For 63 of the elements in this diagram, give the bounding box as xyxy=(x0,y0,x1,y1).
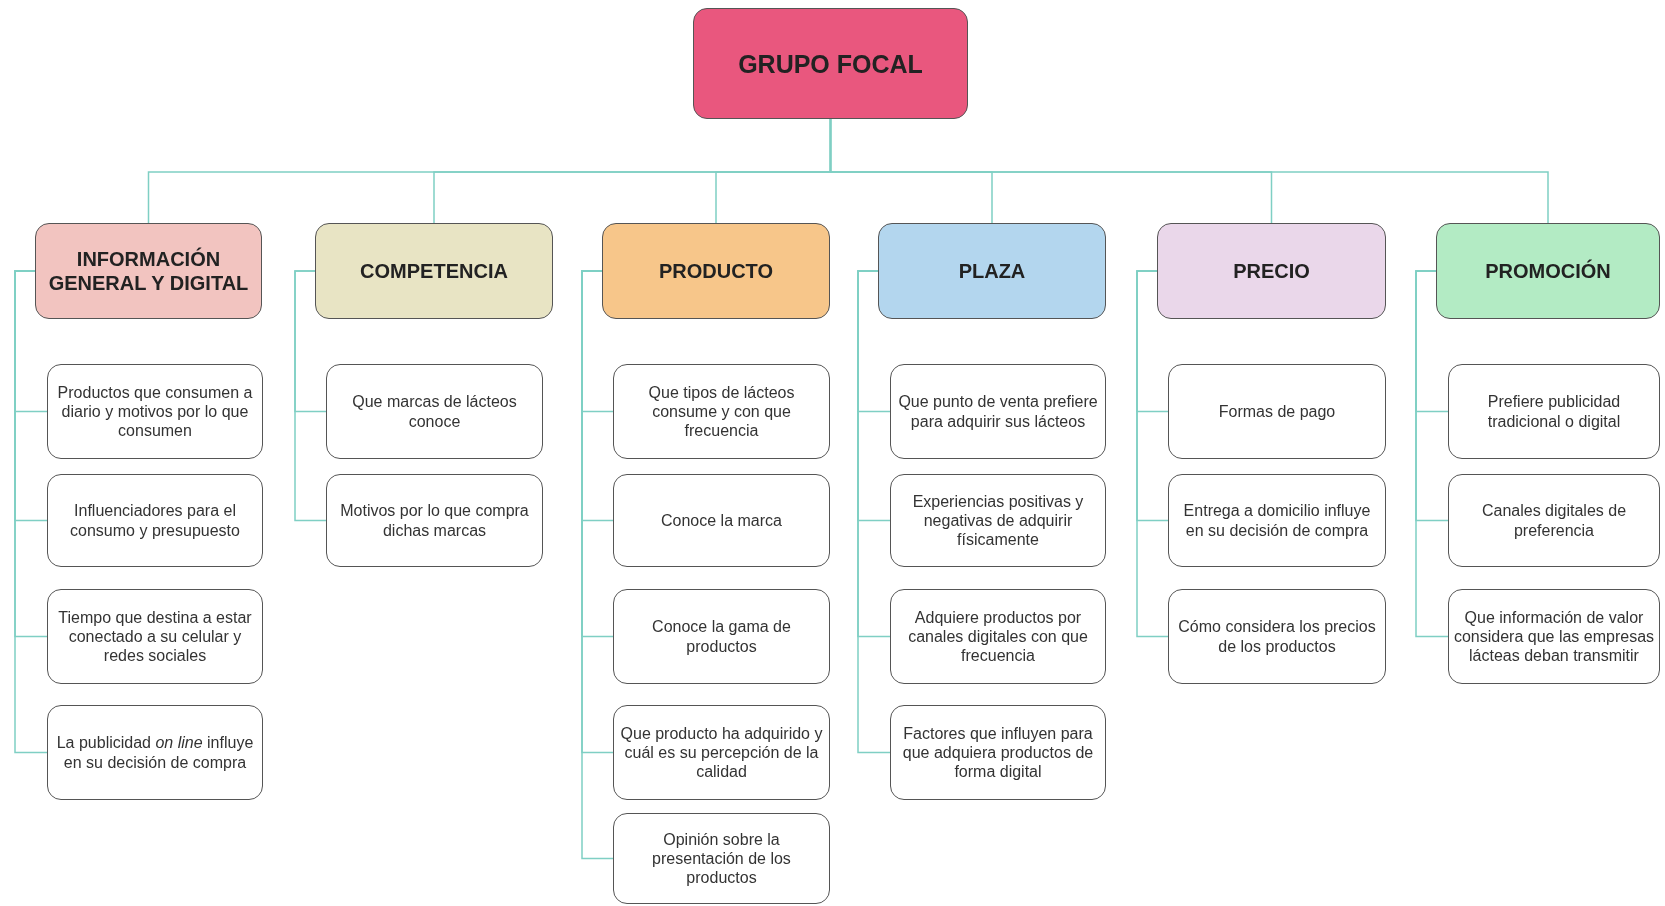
topic-text: Que tipos de lácteos consume y con que frecuencia xyxy=(647,382,796,441)
category-box xyxy=(1436,223,1660,319)
topic-text: Motivos por lo que compra dichas marcas xyxy=(339,501,530,540)
topic-box xyxy=(613,474,830,567)
heading-text: PLAZA xyxy=(957,259,1027,283)
topic-box xyxy=(1168,589,1386,684)
topic-text: Entrega a domicilio influye en su decisión de compra xyxy=(1182,501,1372,540)
heading-text: PRODUCTO xyxy=(657,259,775,283)
topic-box xyxy=(47,474,263,567)
topic-text: Conoce la gama de productos xyxy=(651,617,792,656)
topic-text: Adquiere productos por canales digitales con que frecuencia xyxy=(907,607,1089,666)
topic-text: Canales digitales de preferencia xyxy=(1480,501,1628,540)
topic-box xyxy=(1168,364,1386,459)
connector-line xyxy=(581,270,614,860)
topic-box xyxy=(890,589,1106,684)
topic-box xyxy=(47,364,263,459)
heading-text: PRECIO xyxy=(1232,259,1311,283)
topic-text: Que punto de venta prefiere para adquirir sus lácteos xyxy=(897,392,1099,431)
topic-text: Factores que influyen para que adquiera productos de forma digital xyxy=(901,723,1095,782)
topic-box xyxy=(613,364,830,459)
topic-box xyxy=(613,705,830,800)
topic-box xyxy=(890,474,1106,567)
topic-text: Tiempo que destina a estar conectado a su celular y redes sociales xyxy=(57,607,253,666)
topic-box xyxy=(326,364,543,459)
topic-box xyxy=(890,705,1106,800)
topic-text: Experiencias positivas y negativas de adquirir físicamente xyxy=(911,491,1085,550)
topic-text: Formas de pago xyxy=(1217,401,1337,422)
topic-text: Cómo considera los precios de los productos xyxy=(1177,617,1377,656)
topic-box xyxy=(1448,589,1660,684)
topic-text: Que información de valor considera que las empresas lácteas deban transmitir xyxy=(1452,607,1656,666)
category-box xyxy=(35,223,262,319)
topic-box xyxy=(47,705,263,800)
topic-text: Que marcas de lácteos conoce xyxy=(351,392,518,431)
topic-box xyxy=(326,474,543,567)
topic-box xyxy=(890,364,1106,459)
connector-line xyxy=(294,270,327,522)
topic-text: Influenciadores para el consumo y presupuesto xyxy=(69,501,241,540)
topic-box xyxy=(613,589,830,684)
topic-box xyxy=(47,589,263,684)
topic-box xyxy=(1168,474,1386,567)
connector-line xyxy=(829,118,1549,224)
topic-text: La publicidad on line influye en su decisión de compra xyxy=(55,733,255,772)
topic-box xyxy=(613,813,830,904)
connector-line xyxy=(1415,270,1449,638)
topic-text: Prefiere publicidad tradicional o digital xyxy=(1486,392,1622,431)
topic-box xyxy=(1448,474,1660,567)
connector-line xyxy=(14,270,48,754)
topic-box xyxy=(1448,364,1660,459)
topic-text: Que producto ha adquirido y cuál es su percepción de la calidad xyxy=(619,723,824,782)
category-box xyxy=(602,223,830,319)
category-box xyxy=(878,223,1106,319)
topic-text: Opinión sobre la presentación de los productos xyxy=(651,829,792,888)
connector-line xyxy=(1136,270,1169,638)
topic-text: Productos que consumen a diario y motivos por lo que consumen xyxy=(56,382,254,441)
heading-text: GRUPO FOCAL xyxy=(737,48,924,79)
heading-text: COMPETENCIA xyxy=(359,259,509,283)
category-box xyxy=(1157,223,1386,319)
topic-text: Conoce la marca xyxy=(660,510,783,531)
heading-text: INFORMACIÓN GENERAL Y DIGITAL xyxy=(47,247,250,295)
category-box xyxy=(315,223,553,319)
root-box xyxy=(693,8,968,119)
connector-line xyxy=(857,270,891,754)
heading-text: PROMOCIÓN xyxy=(1484,259,1612,283)
